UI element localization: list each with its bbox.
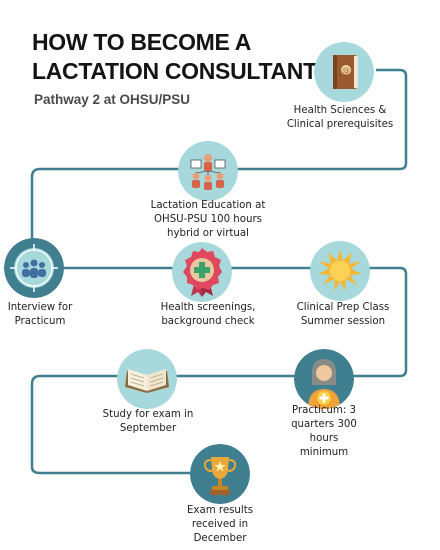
step-label-health-screenings: Health screenings, background check: [160, 302, 256, 327]
svg-text:@: @: [342, 66, 350, 75]
book-icon: @: [314, 42, 374, 102]
step-label-study: Study for exam in September: [102, 409, 194, 434]
step-label-prerequisites: Health Sciences & Clinical prerequisites: [286, 105, 394, 130]
subtitle: Pathway 2 at OHSU/PSU: [34, 92, 191, 107]
open-book-icon: [117, 349, 177, 409]
page-title: HOW TO BECOME A LACTATION CONSULTANT: [32, 28, 317, 86]
step-label-lactation-education: Lactation Education at OHSU-PSU 100 hour…: [150, 200, 266, 239]
nurse-icon: [294, 349, 354, 409]
group-target-icon: [4, 238, 64, 298]
step-label-clinical-prep: Clinical Prep Class Summer session: [296, 302, 390, 327]
step-label-practicum: Practicum: 3 quarters 300 hours minimum: [291, 405, 357, 458]
medical-badge-icon: [172, 242, 232, 302]
step-label-exam-results: Exam results received in December: [187, 505, 253, 544]
sun-icon: [310, 241, 370, 301]
title-line-1: HOW TO BECOME A: [32, 29, 252, 55]
title-line-2: LACTATION CONSULTANT: [32, 58, 317, 84]
trophy-icon: [190, 444, 250, 504]
people-network-icon: [178, 141, 238, 201]
step-label-interview: Interview for Practicum: [7, 302, 73, 327]
